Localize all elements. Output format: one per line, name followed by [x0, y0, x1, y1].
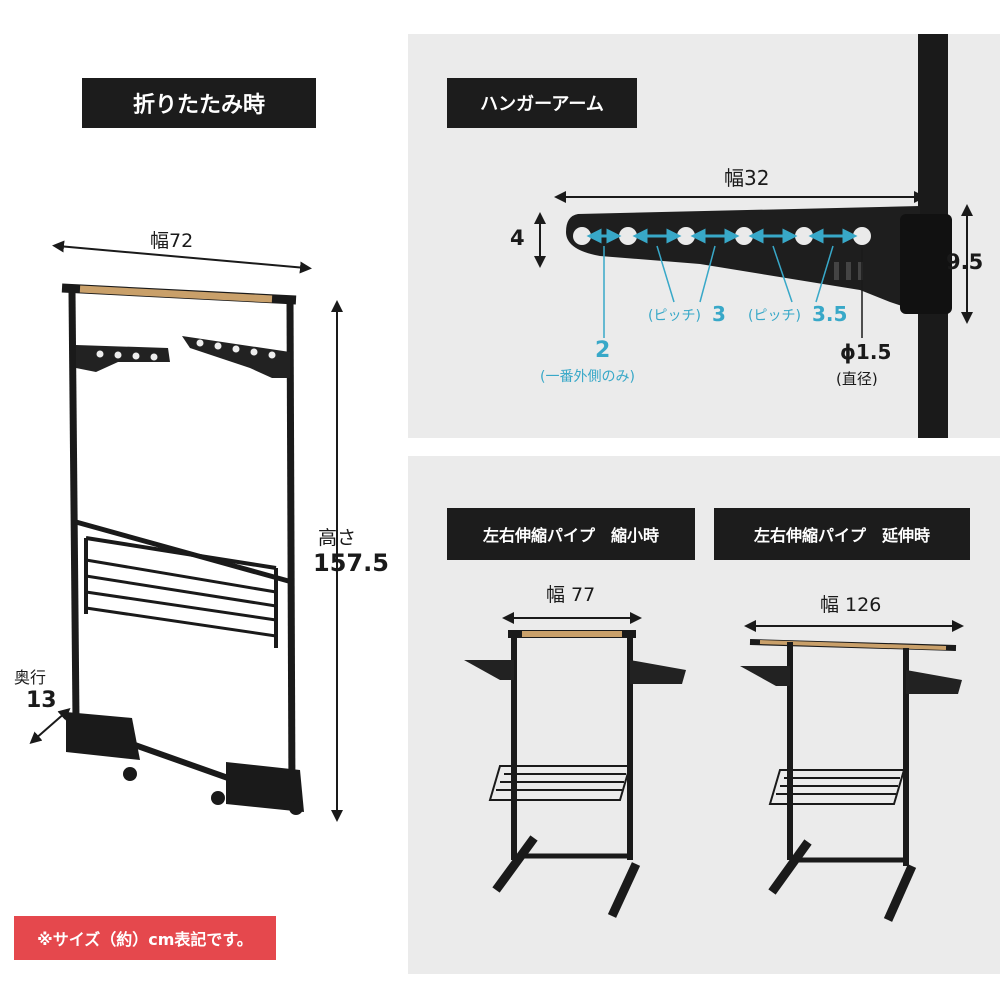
pitch-3-value: 3: [712, 302, 726, 326]
hanger-arm-illustration: [534, 34, 973, 438]
hanger-height-right: 9.5: [946, 250, 984, 274]
outer-pitch-caption: (一番外側のみ): [540, 369, 635, 385]
folded-title: 折りたたみ時: [82, 78, 316, 128]
pipe-short-width-label: 幅 77: [546, 584, 596, 606]
folded-height-value: 157.5: [313, 549, 389, 577]
folded-height-label: 高さ: [318, 527, 357, 549]
pipe-long-width-label: 幅 126: [820, 594, 882, 616]
pitch-35-value: 3.5: [812, 302, 848, 326]
hole-diameter-value: ϕ1.5: [840, 340, 892, 364]
hanger-width-label: 幅32: [724, 166, 770, 190]
pitch-3-prefix: (ピッチ): [648, 308, 701, 324]
folded-rack-illustration: [29, 240, 343, 822]
outer-pitch-value: 2: [595, 338, 611, 363]
rack-short-illustration: [464, 612, 686, 918]
pipe-long-title: 左右伸縮パイプ 延伸時: [714, 508, 970, 560]
pipe-short-title: 左右伸縮パイプ 縮小時: [447, 508, 695, 560]
size-note: ※サイズ（約）cm表記です。: [14, 916, 276, 960]
pitch-35-prefix: (ピッチ): [748, 308, 801, 324]
folded-width-label: 幅72: [150, 230, 194, 252]
folded-depth-value: 13: [26, 688, 57, 713]
hanger-arm-title: ハンガーアーム: [447, 78, 637, 128]
hanger-height-left: 4: [510, 226, 525, 250]
hole-diameter-caption: (直径): [836, 370, 878, 388]
folded-depth-label: 奥行: [14, 668, 47, 687]
rack-long-illustration: [740, 620, 964, 922]
